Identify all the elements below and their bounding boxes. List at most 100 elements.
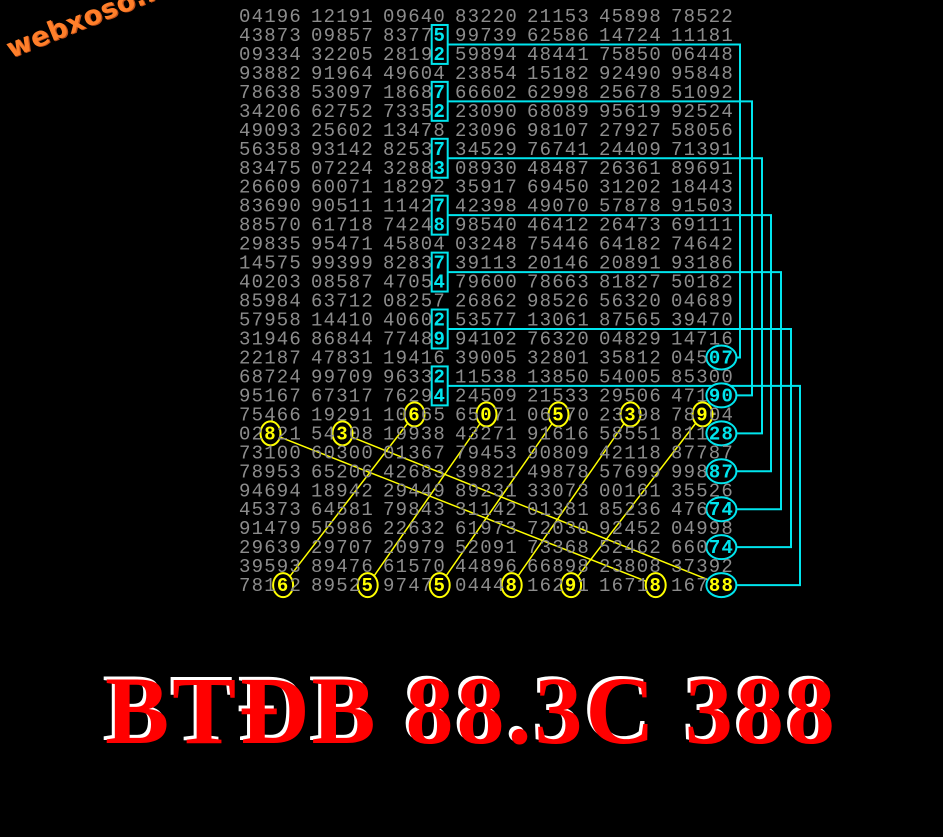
grid-number: 66074: [671, 537, 734, 559]
highlight-digit: 0: [709, 347, 722, 369]
grid-digit: 6: [408, 310, 421, 332]
grid-number: 53097: [311, 82, 374, 104]
grid-number: 23854: [455, 63, 518, 85]
connector-lines: [270, 43, 801, 587]
highlight-digit: 6: [408, 404, 421, 426]
grid-digit: 6: [540, 404, 553, 426]
grid-digit: 7: [239, 575, 252, 597]
yellow-connector-line: [439, 413, 560, 586]
cyan-highlight-box: [430, 308, 449, 350]
grid-number: 47674: [671, 499, 734, 521]
grid-number: 24509: [455, 385, 518, 407]
highlight-digit: 7: [709, 537, 722, 559]
highlight-digit: 7: [433, 139, 446, 161]
grid-number: 14724: [599, 25, 662, 47]
grid-digit: 9: [671, 461, 684, 483]
grid-number: 11427: [383, 196, 446, 218]
grid-number: 45804: [383, 234, 446, 256]
grid-number: 83220: [455, 6, 518, 28]
cyan-highlight-circle: [705, 382, 738, 409]
cyan-highlight-box: [430, 365, 449, 407]
grid-digit: 9: [383, 575, 396, 597]
yellow-highlight-circle: [428, 572, 451, 599]
grid-digit: 8: [396, 44, 409, 66]
cyan-connector-line: [447, 271, 782, 511]
grid-digit: 9: [324, 575, 337, 597]
grid-number: 82837: [383, 253, 446, 275]
highlight-digit: 5: [433, 575, 446, 597]
grid-number: 13478: [383, 120, 446, 142]
grid-number: 74248: [383, 215, 446, 237]
grid-number: 14410: [311, 310, 374, 332]
grid-number: 61718: [311, 215, 374, 237]
grid-number: 32801: [527, 347, 590, 369]
grid-number: 82537: [383, 139, 446, 161]
highlight-digit: 5: [433, 25, 446, 47]
grid-number: 26609: [239, 177, 302, 199]
cyan-highlight-box: [430, 194, 449, 236]
grid-number: 87787: [671, 442, 734, 464]
cyan-highlight-box: [430, 137, 449, 179]
grid-number: 59894: [455, 44, 518, 66]
grid-digit: 7: [565, 404, 578, 426]
grid-digit: 6: [684, 575, 697, 597]
grid-digit: 1: [696, 423, 709, 445]
yellow-connector-line: [511, 413, 632, 586]
grid-digit: 7: [383, 215, 396, 237]
grid-digit: 8: [684, 404, 697, 426]
grid-number: 96332: [383, 366, 446, 388]
grid-digit: 0: [396, 310, 409, 332]
grid-digit: 6: [612, 575, 625, 597]
grid-number: 95471: [311, 234, 374, 256]
grid-number: 77489: [383, 328, 446, 350]
grid-number: 76741: [527, 139, 590, 161]
grid-number: 03248: [455, 234, 518, 256]
grid-digit: 3: [396, 25, 409, 47]
grid-number: 29506: [599, 385, 662, 407]
grid-digit: 4: [383, 310, 396, 332]
grid-number: 27927: [599, 120, 662, 142]
grid-number: 56320: [599, 291, 662, 313]
grid-digit: 8: [383, 253, 396, 275]
grid-number: 48441: [527, 44, 590, 66]
grid-number: 18292: [383, 177, 446, 199]
grid-digit: 5: [311, 423, 324, 445]
cyan-highlight-circle: [705, 458, 738, 485]
grid-digit: 2: [349, 575, 362, 597]
grid-digit: 6: [684, 537, 697, 559]
grid-number: 47831: [311, 347, 374, 369]
highlight-digit: 8: [721, 423, 734, 445]
grid-number: 69111: [671, 215, 734, 237]
grid-number: 83475: [239, 158, 302, 180]
grid-number: 76294: [383, 385, 446, 407]
grid-number: 25678: [599, 82, 662, 104]
grid-digit: 9: [383, 366, 396, 388]
grid-number: 89476: [311, 556, 374, 578]
grid-number: 73100: [239, 442, 302, 464]
grid-number: 35526: [671, 480, 734, 502]
highlight-digit: 8: [721, 575, 734, 597]
grid-number: 45373: [239, 499, 302, 521]
grid-number: 81128: [671, 423, 734, 445]
grid-number: 99739: [455, 25, 518, 47]
highlight-digit: 5: [552, 404, 565, 426]
grid-number: 71391: [671, 139, 734, 161]
grid-number: 37392: [671, 556, 734, 578]
grid-digit: 8: [396, 82, 409, 104]
grid-digit: 5: [421, 101, 434, 123]
grid-number: 14716: [671, 328, 734, 350]
grid-digit: 2: [421, 196, 434, 218]
yellow-connector-line: [570, 413, 704, 586]
cyan-connector-line: [447, 43, 741, 359]
grid-number: 26862: [455, 291, 518, 313]
grid-number: 20146: [527, 253, 590, 275]
grid-digit: 3: [383, 158, 396, 180]
grid-number: 22632: [383, 518, 446, 540]
grid-number: 42398: [455, 196, 518, 218]
grid-number: 67317: [311, 385, 374, 407]
highlight-digit: 2: [433, 101, 446, 123]
grid-number: 89231: [455, 480, 518, 502]
grid-digit: 0: [421, 310, 434, 332]
grid-number: 62998: [527, 82, 590, 104]
grid-number: 04507: [671, 347, 734, 369]
